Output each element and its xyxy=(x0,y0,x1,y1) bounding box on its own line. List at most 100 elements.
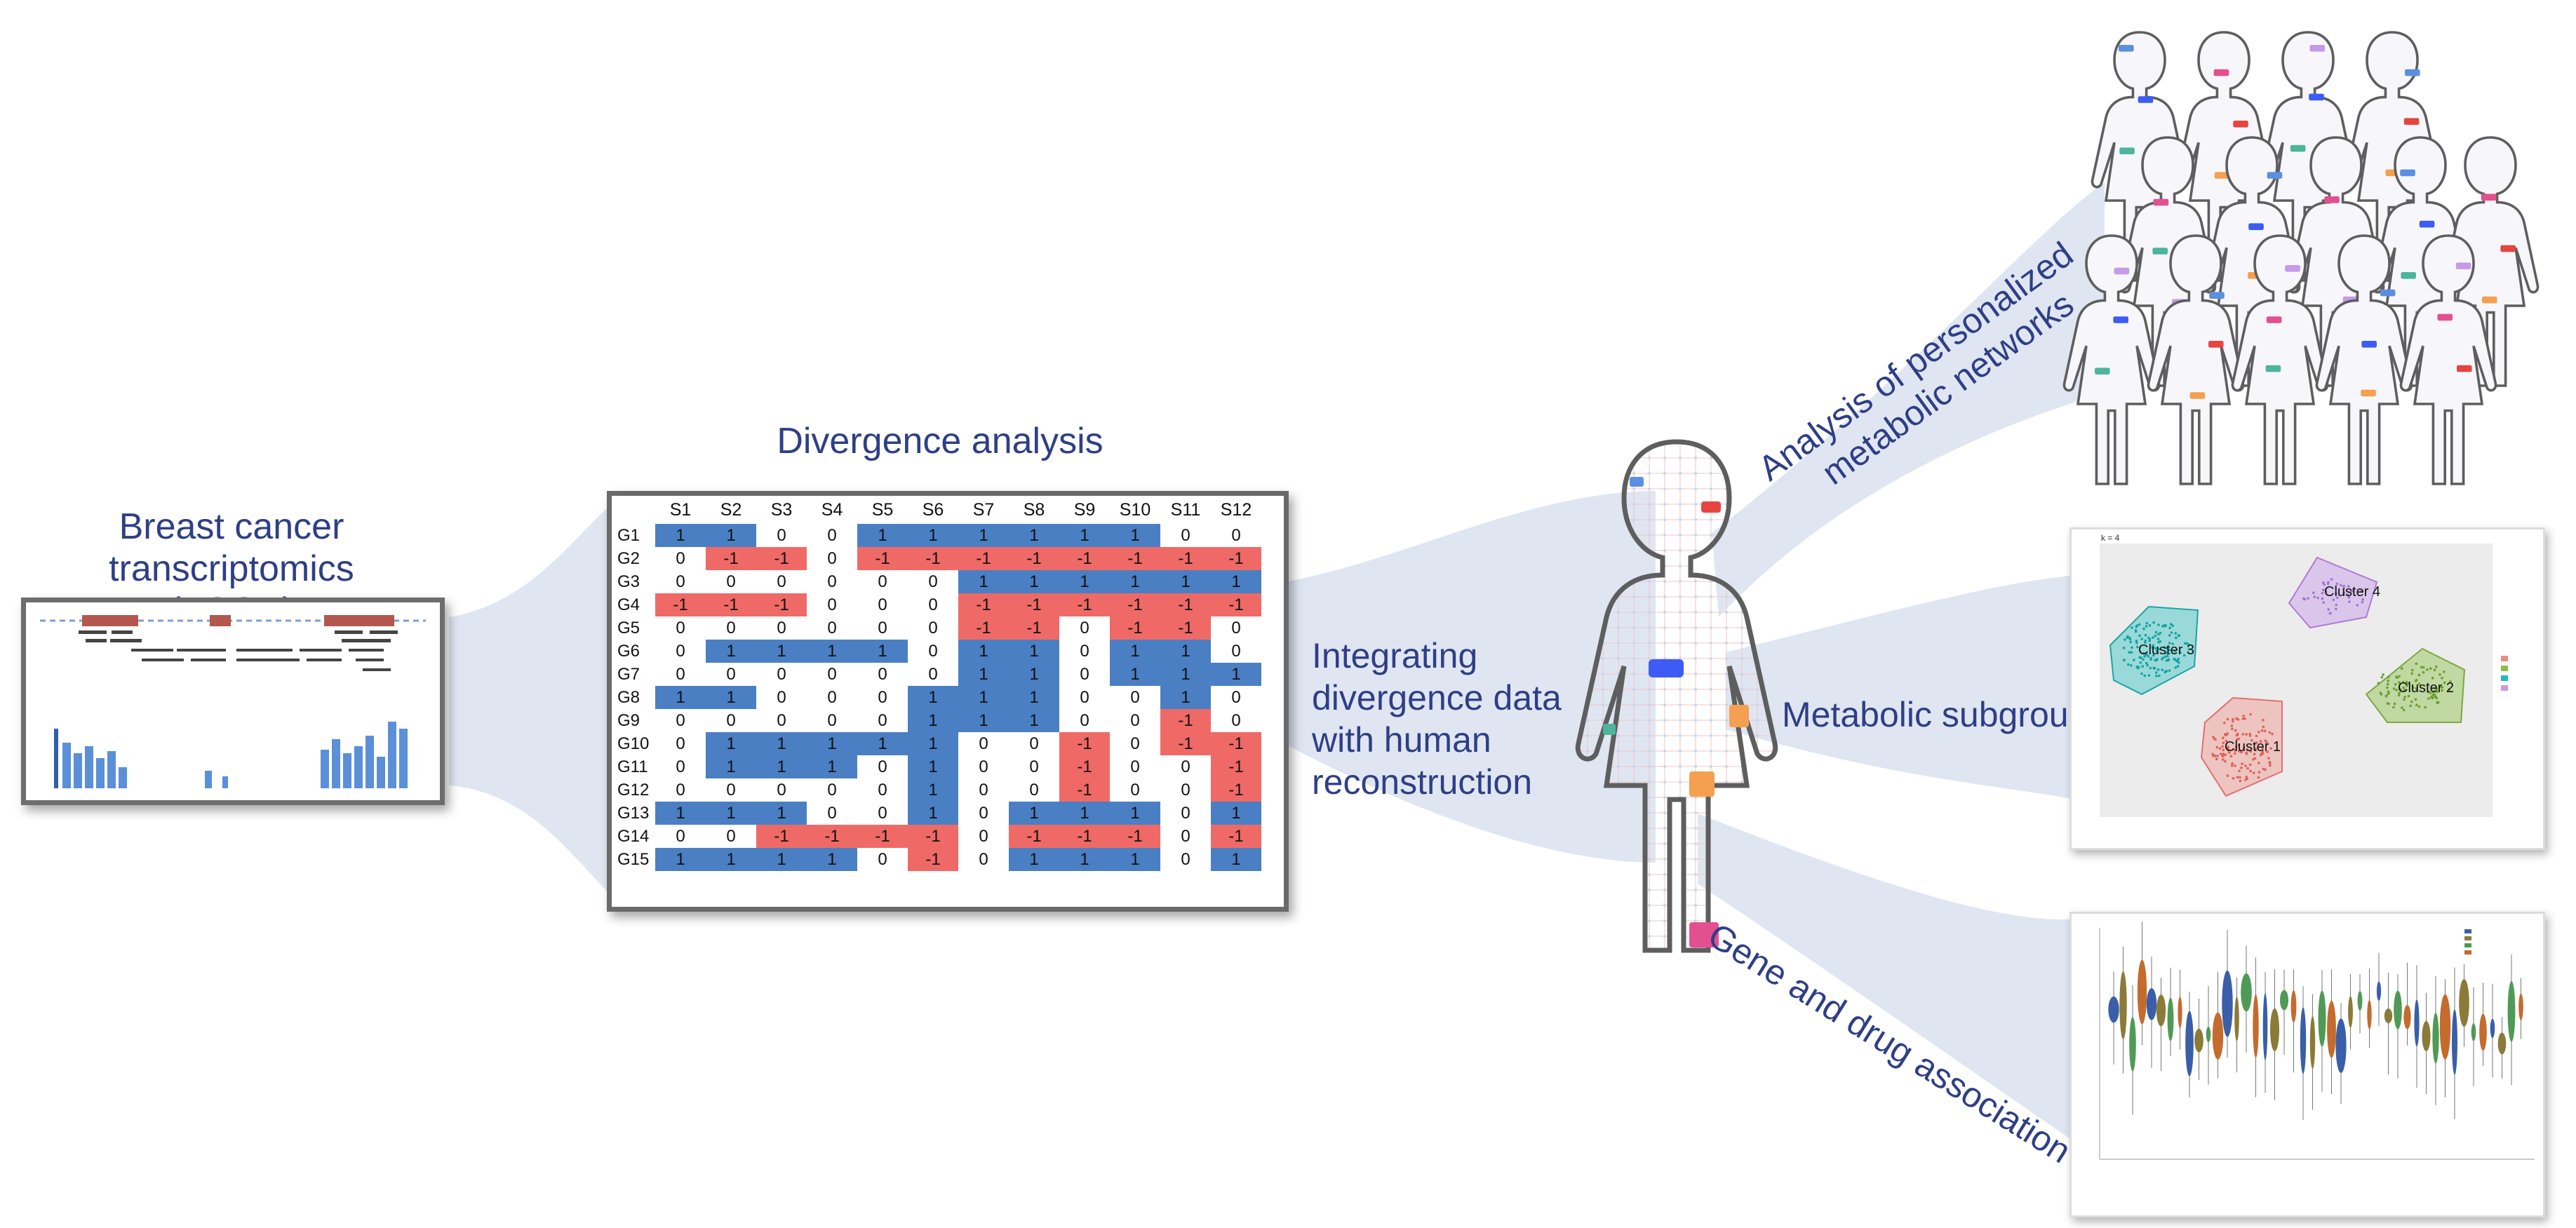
scatter-point xyxy=(2168,649,2171,652)
scatter-point xyxy=(2410,668,2414,672)
scatter-point xyxy=(2152,654,2155,657)
matrix-cell: 1 xyxy=(1059,802,1110,825)
matrix-cell: 0 xyxy=(777,687,786,707)
scatter-point xyxy=(2269,764,2272,767)
matrix-cell: 1 xyxy=(958,524,1009,547)
violin-shape xyxy=(2348,996,2353,1028)
scatter-point xyxy=(2130,664,2133,667)
scatter-point xyxy=(2399,688,2402,691)
scatter-point xyxy=(2158,647,2161,651)
scatter-point xyxy=(2153,667,2156,670)
scatter-point xyxy=(2231,762,2234,765)
population-compartment xyxy=(2233,121,2248,128)
transcriptomics-title-line1: Breast cancer transcriptomics xyxy=(109,506,354,589)
woman-compartment-teal xyxy=(1603,724,1616,735)
matrix-cell: -1 xyxy=(807,825,857,848)
scatter-point xyxy=(2245,751,2248,755)
matrix-cell: 0 xyxy=(827,803,837,823)
woman-compartment-pink xyxy=(1689,922,1719,947)
violin-plot xyxy=(2099,921,2535,1160)
scatter-point xyxy=(2248,763,2252,767)
matrix-cell: -1 xyxy=(857,825,908,848)
matrix-cell: -1 xyxy=(908,547,958,570)
scatter-point xyxy=(2138,656,2141,659)
scatter-point xyxy=(2124,638,2126,641)
woman-silhouette xyxy=(1575,439,1778,953)
scatter-point xyxy=(2154,630,2158,634)
violin-shape xyxy=(2129,1017,2136,1072)
matrix-row-label: G10 xyxy=(617,734,650,753)
scatter-point xyxy=(2321,597,2324,600)
matrix-cell: 1 xyxy=(706,848,756,871)
matrix-cell: -1 xyxy=(1211,755,1261,778)
population-compartment xyxy=(2455,262,2471,269)
matrix-cell: 0 xyxy=(928,664,938,684)
scatter-point xyxy=(2122,647,2126,649)
violin-shape xyxy=(2309,1016,2316,1070)
matrix-cell: 1 xyxy=(908,802,958,825)
violin-shape xyxy=(2206,1026,2211,1042)
matrix-cell: 1 xyxy=(655,848,706,871)
scatter-point xyxy=(2266,750,2269,753)
personalized-population xyxy=(2062,31,2540,485)
matrix-cell: 1 xyxy=(1059,848,1110,871)
scatter-point xyxy=(2255,734,2258,738)
matrix-row-label: G1 xyxy=(617,525,640,545)
scatter-point xyxy=(2222,753,2225,755)
matrix-cell: -1 xyxy=(1211,825,1261,848)
violin-shape xyxy=(2403,1004,2411,1030)
violin-shape xyxy=(2167,997,2174,1041)
matrix-cell: 0 xyxy=(777,618,786,637)
scatter-point xyxy=(2264,739,2267,742)
scatter-point xyxy=(2221,755,2225,758)
violin-shape xyxy=(2212,1012,2224,1060)
scatter-point xyxy=(2415,662,2418,666)
matrix-cell: 0 xyxy=(676,826,685,846)
scatter-point xyxy=(2422,670,2425,674)
matrix-cell: 0 xyxy=(1130,734,1140,753)
scatter-point xyxy=(2380,675,2384,679)
violin-shape xyxy=(2394,990,2402,1030)
population-compartment xyxy=(2095,367,2110,375)
matrix-cell: 1 xyxy=(1211,570,1261,593)
scatter-point xyxy=(2387,692,2390,695)
matrix-cell: 1 xyxy=(958,663,1009,686)
matrix-cell: 1 xyxy=(1160,686,1211,709)
matrix-cell: 1 xyxy=(1110,802,1160,825)
matrix-col-header: S7 xyxy=(972,499,995,520)
scatter-point xyxy=(2142,627,2145,630)
population-compartment xyxy=(2403,118,2420,125)
scatter-point xyxy=(2142,658,2145,661)
scatter-point xyxy=(2313,595,2316,598)
matrix-cell: -1 xyxy=(1110,825,1160,848)
population-compartment xyxy=(2153,198,2169,206)
matrix-col-header: S5 xyxy=(871,499,894,520)
violin-shape xyxy=(2300,1007,2307,1074)
matrix-cell: 0 xyxy=(979,849,988,869)
violin-shape xyxy=(2185,1011,2194,1077)
scatter-point xyxy=(2335,582,2339,586)
scatter-point xyxy=(2227,751,2231,754)
matrix-cell: -1 xyxy=(1009,547,1059,570)
scatter-point xyxy=(2342,586,2345,590)
matrix-cell: 0 xyxy=(726,826,736,846)
scatter-point xyxy=(2178,634,2181,637)
scatter-point xyxy=(2252,771,2255,774)
scatter-point xyxy=(2403,688,2406,691)
matrix-row-label: G3 xyxy=(617,572,640,591)
matrix-cell: 0 xyxy=(979,757,988,776)
violin-shape xyxy=(2497,1032,2507,1055)
violin-shape xyxy=(2194,1028,2203,1053)
matrix-cell: 1 xyxy=(1009,686,1059,709)
matrix-cell: 0 xyxy=(1231,710,1241,730)
matrix-cell: 1 xyxy=(908,709,958,732)
scatter-point xyxy=(2410,700,2413,703)
scatter-point xyxy=(2178,661,2180,664)
scatter-point xyxy=(2144,633,2147,637)
matrix-cell: 0 xyxy=(827,664,837,684)
violin-shape xyxy=(2253,994,2259,1058)
scatter-points xyxy=(2122,578,2452,783)
